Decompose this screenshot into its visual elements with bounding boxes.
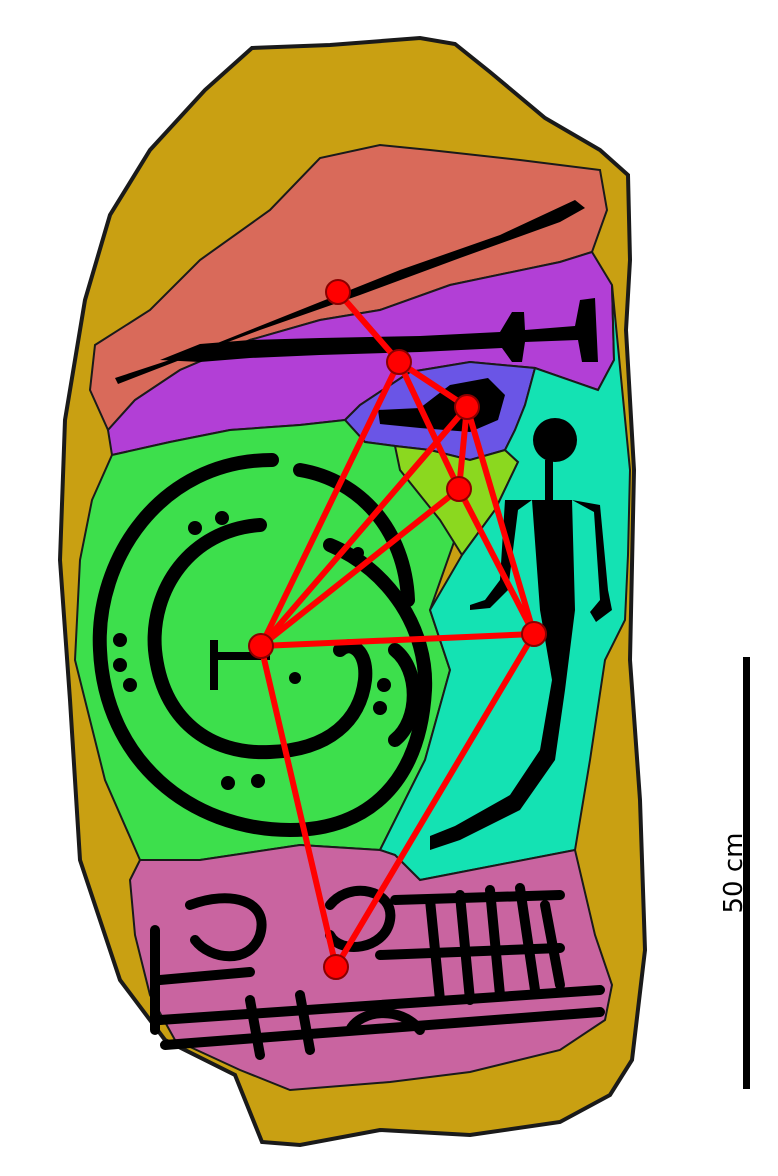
scale-bar-label: 50 cm (719, 833, 749, 914)
network-node-n3 (454, 394, 480, 420)
network-edge-n5-n6 (258, 631, 537, 649)
grid-engraving (150, 883, 605, 1060)
scale-bar: 50 cm (719, 657, 750, 1089)
network-node-n7 (323, 954, 349, 980)
network-edge-n2-n3 (396, 359, 470, 410)
human-figure-engraving (430, 418, 612, 850)
network-nodes (248, 279, 547, 980)
network-edge-n1-n2 (335, 289, 402, 365)
network-edge-n6-n7 (333, 631, 537, 970)
network-node-n5 (248, 633, 274, 659)
network-edge-n4-n5 (258, 486, 462, 649)
network-edge-n2-n5 (258, 359, 402, 649)
dagger-engraving (160, 298, 598, 362)
network-edge-n3-n4 (456, 404, 470, 492)
network-node-n2 (386, 349, 412, 375)
network-edge-n2-n4 (396, 359, 462, 492)
network-edges (258, 289, 537, 970)
network-node-n1 (325, 279, 351, 305)
network-node-n4 (446, 476, 472, 502)
network-edge-n3-n6 (464, 404, 537, 637)
network-edge-n4-n6 (456, 486, 537, 637)
network-node-n6 (521, 621, 547, 647)
pink-panel-region (128, 843, 614, 1092)
network-edge-n3-n5 (258, 404, 470, 649)
spiral-dots-engraving (113, 511, 391, 790)
network-edge-n5-n7 (258, 643, 339, 970)
